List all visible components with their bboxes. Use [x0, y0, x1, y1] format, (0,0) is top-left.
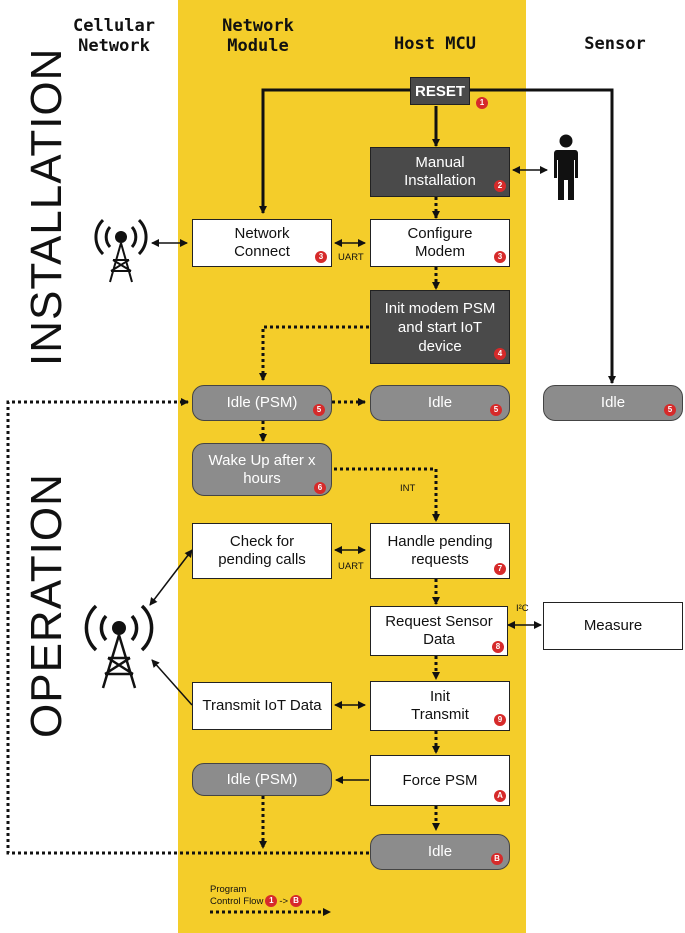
legend: Program Control Flow 1 -> B [210, 884, 360, 907]
legend-arrow-text: -> [279, 895, 289, 907]
lane-title-network-module: Network Module [222, 16, 294, 56]
step-badge: 3 [315, 251, 327, 263]
i2c-label: I²C [516, 603, 529, 614]
step-badge: 1 [476, 97, 488, 109]
int-label: INT [400, 483, 416, 494]
idle-psm-box: Idle (PSM) [192, 763, 332, 796]
step-badge: A [494, 790, 506, 802]
configure-modem-box: Configure Modem [370, 219, 510, 267]
step-badge: 3 [494, 251, 506, 263]
step-badge: 5 [664, 404, 676, 416]
manual-installation-box: Manual Installation [370, 147, 510, 197]
step-badge: 1 [265, 895, 278, 907]
idle-final-box: Idle [370, 834, 510, 870]
step-badge: 9 [494, 714, 506, 726]
step-badge: 5 [313, 404, 325, 416]
measure-box: Measure [543, 602, 683, 650]
handle-pending-requests-box: Handle pending requests [370, 523, 510, 579]
reset-label: RESET [414, 82, 465, 100]
legend-text: Control Flow [210, 895, 264, 907]
request-sensor-data-box: Request Sensor Data [370, 606, 508, 656]
uart-label: UART [338, 252, 364, 263]
init-modem-psm-box: Init modem PSM and start IoT device [370, 290, 510, 364]
cell-tower-icon [94, 218, 148, 283]
step-badge: 4 [494, 348, 506, 360]
uart-label: UART [338, 561, 364, 572]
idle-sensor-box: Idle [543, 385, 683, 421]
wake-up-box: Wake Up after x hours [192, 443, 332, 496]
cell-tower-icon [84, 604, 154, 689]
step-badge: 2 [494, 180, 506, 192]
step-badge: 5 [490, 404, 502, 416]
network-connect-box: Network Connect [192, 219, 332, 267]
step-badge: B [290, 895, 303, 907]
idle-psm-box: Idle (PSM) [192, 385, 332, 421]
transmit-iot-data-box: Transmit IoT Data [192, 682, 332, 730]
reset-block: RESET [410, 77, 470, 105]
init-transmit-box: Init Transmit [370, 681, 510, 731]
step-badge: 7 [494, 563, 506, 575]
idle-mcu-box: Idle [370, 385, 510, 421]
legend-line-control-flow: Control Flow 1 -> B [210, 895, 360, 907]
lane-title-host-mcu: Host MCU [394, 34, 476, 54]
step-badge: B [491, 853, 503, 865]
legend-line-program: Program [210, 884, 247, 895]
step-badge: 8 [492, 641, 504, 653]
lane-title-cellular: Cellular Network [73, 16, 155, 56]
person-icon [554, 134, 578, 200]
check-pending-calls-box: Check for pending calls [192, 523, 332, 579]
force-psm-box: Force PSM [370, 755, 510, 806]
lane-title-sensor: Sensor [584, 34, 646, 54]
step-badge: 6 [314, 482, 326, 494]
